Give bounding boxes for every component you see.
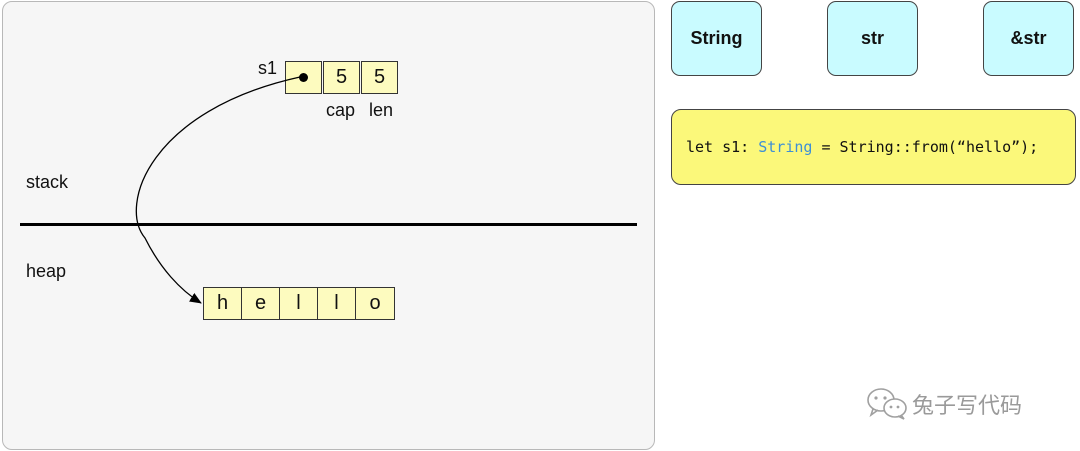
pointer-cell bbox=[285, 61, 322, 94]
wechat-icon bbox=[867, 388, 907, 420]
stack-label: stack bbox=[26, 172, 69, 192]
pointer-dot-icon bbox=[299, 73, 308, 82]
watermark-text: 兔子写代码 bbox=[912, 394, 1023, 419]
code-type-keyword: String bbox=[758, 138, 813, 156]
len-cell: 5 bbox=[361, 61, 398, 94]
heap-char-cell: e bbox=[241, 287, 280, 320]
heap-label: heap bbox=[26, 261, 67, 281]
code-snippet: let s1: String = String::from(“hello”); bbox=[671, 109, 1076, 185]
str-type-button[interactable]: str bbox=[827, 1, 918, 76]
variable-name-label: s1 bbox=[258, 58, 278, 78]
str-ref-type-button[interactable]: &str bbox=[983, 1, 1074, 76]
code-prefix: let s1: bbox=[686, 138, 759, 156]
stack-heap-divider bbox=[20, 223, 637, 226]
len-label: len bbox=[369, 100, 394, 120]
watermark: 兔子写代码 bbox=[866, 387, 1022, 421]
heap-char-cell: l bbox=[317, 287, 356, 320]
cap-label: cap bbox=[326, 100, 356, 120]
heap-char-cell: o bbox=[355, 287, 395, 320]
heap-char-cell: l bbox=[279, 287, 318, 320]
code-suffix: = String::from(“hello”); bbox=[812, 138, 1039, 156]
cap-cell: 5 bbox=[323, 61, 360, 94]
string-type-button[interactable]: String bbox=[671, 1, 762, 76]
heap-char-cell: h bbox=[203, 287, 242, 320]
